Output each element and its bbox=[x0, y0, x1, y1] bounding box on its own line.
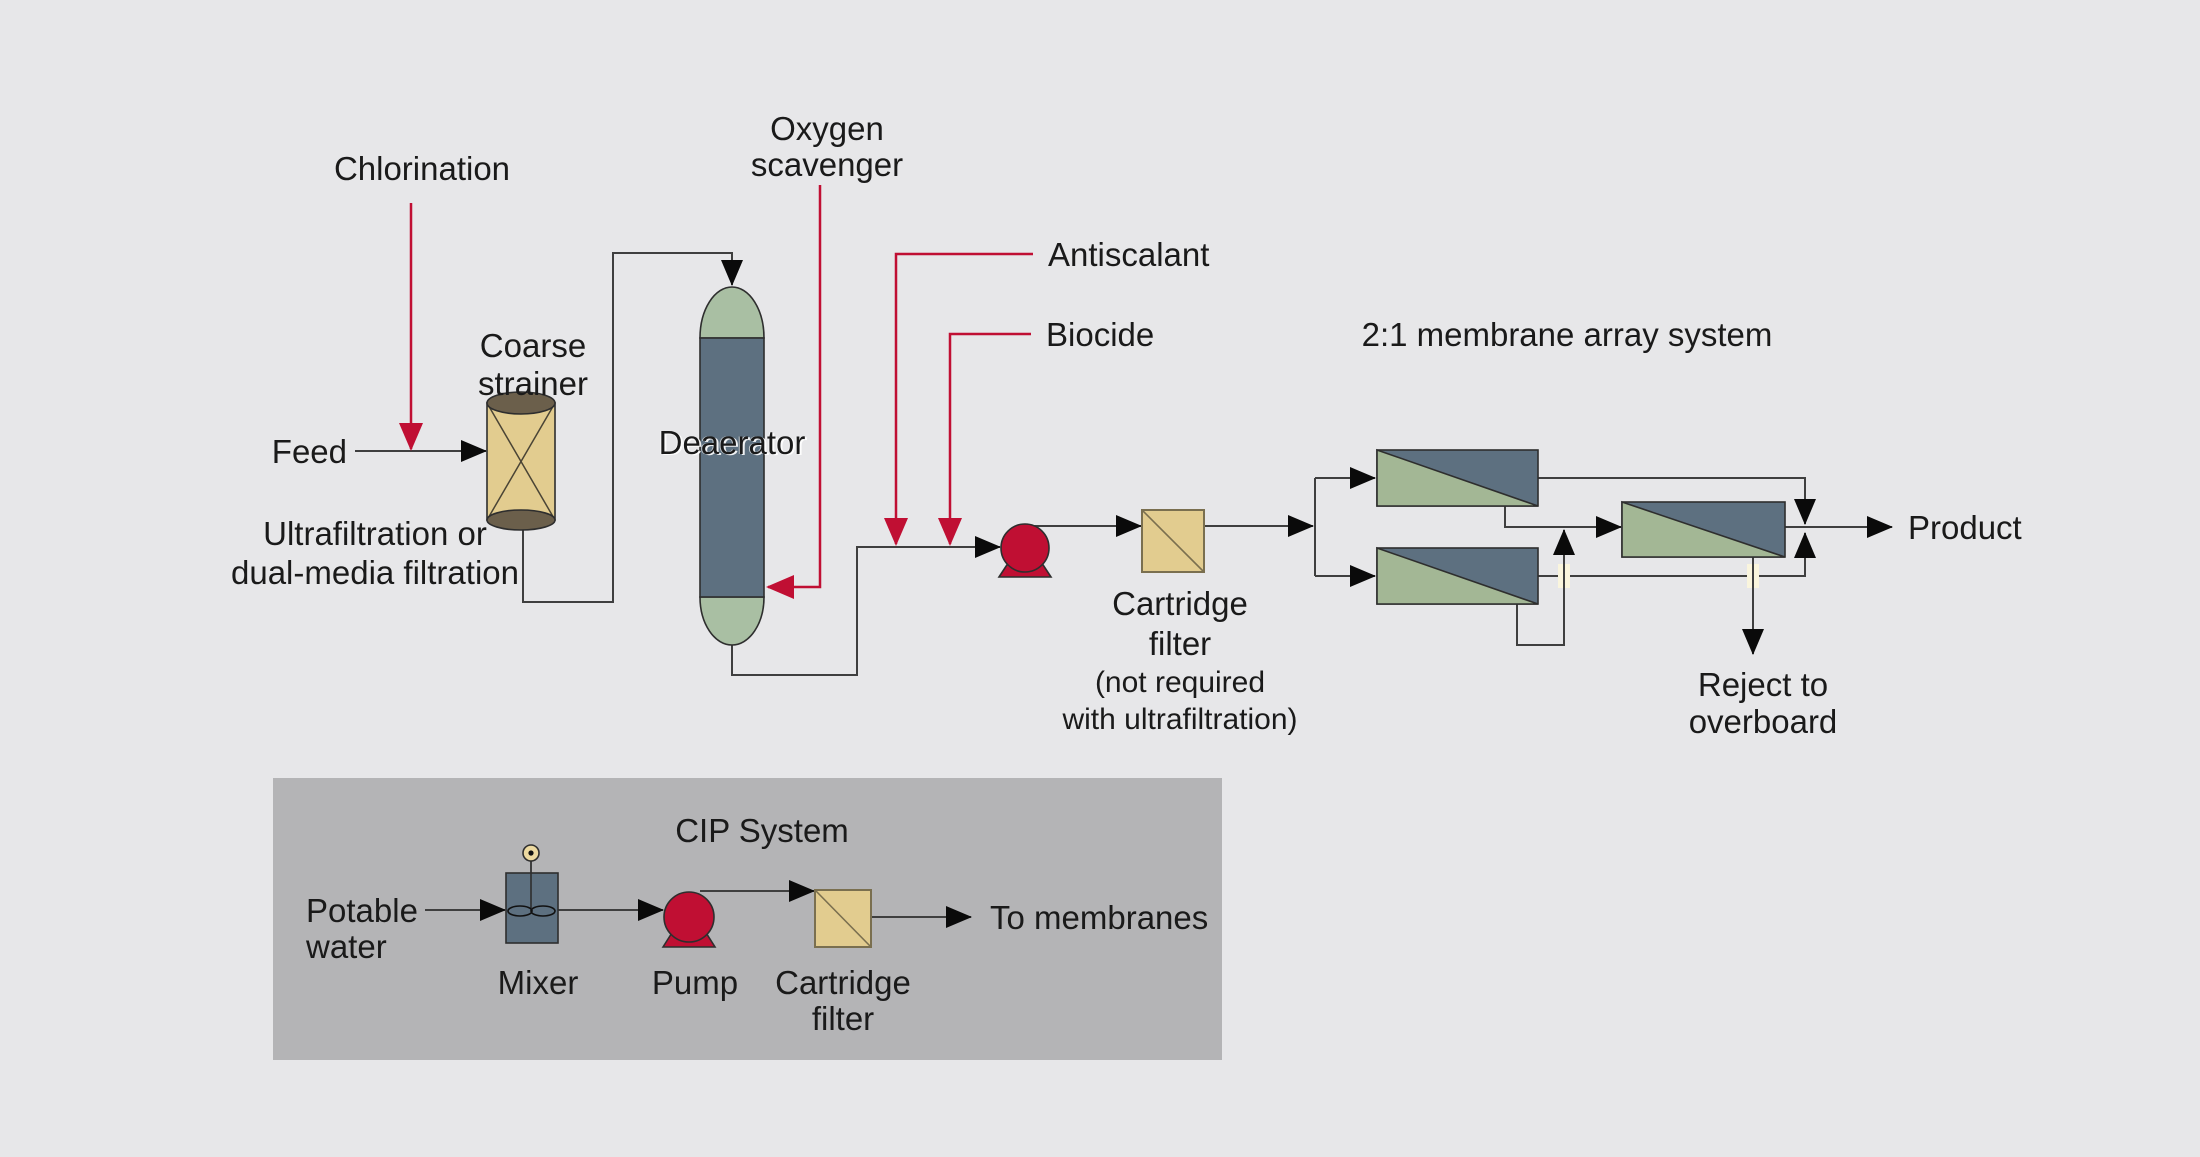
membrane2-permeate-line bbox=[1538, 532, 1816, 577]
cip-cartridge-filter-label-2: filter bbox=[812, 1000, 874, 1037]
cartridge-filter-note-2: with ultrafiltration) bbox=[1061, 703, 1297, 736]
membrane-module-2 bbox=[1376, 546, 1539, 605]
reject-label-2: overboard bbox=[1689, 703, 1838, 740]
potable-water-label-1: Potable bbox=[306, 892, 418, 929]
to-membranes-label: To membranes bbox=[990, 899, 1208, 936]
coarse-strainer-label-1: Coarse bbox=[480, 327, 586, 364]
feed-label: Feed bbox=[272, 433, 347, 470]
strainer-top-cap bbox=[486, 391, 556, 415]
main-filter-diagonal bbox=[1141, 509, 1205, 573]
strainer-x-line-2 bbox=[486, 402, 556, 521]
filtration-note-label-2: dual-media filtration bbox=[231, 554, 519, 591]
membrane3-feed-line bbox=[1504, 506, 1622, 538]
membrane1-element bbox=[1376, 448, 1539, 507]
cip-title: CIP System bbox=[675, 812, 849, 849]
oxygen-scavenger-label-2: scavenger bbox=[751, 146, 903, 183]
chlorination-label: Chlorination bbox=[334, 150, 510, 187]
membrane2-element bbox=[1376, 546, 1539, 605]
membrane-array-title: 2:1 membrane array system bbox=[1362, 316, 1773, 353]
cip-filter-diagonal bbox=[814, 889, 872, 948]
mixer-motor-dot bbox=[528, 850, 534, 856]
cartridge-filter-label-2: filter bbox=[1149, 625, 1211, 662]
antiscalant-label: Antiscalant bbox=[1048, 236, 1209, 273]
deaerator-to-pump-line bbox=[731, 536, 1001, 676]
cip-pump bbox=[661, 891, 717, 948]
cip-cartridge-filter-label-1: Cartridge bbox=[775, 964, 911, 1001]
cip-mixer-label: Mixer bbox=[498, 964, 579, 1001]
membrane3-element bbox=[1621, 500, 1786, 558]
mixer-impeller-right bbox=[530, 905, 556, 917]
cip-pump-label: Pump bbox=[652, 964, 738, 1001]
deaerator-column bbox=[699, 337, 765, 598]
oxygen-scavenger-label-1: Oxygen bbox=[770, 110, 884, 147]
cartridge-filter-label-1: Cartridge bbox=[1112, 585, 1248, 622]
deaerator-label: Deaerator bbox=[659, 424, 806, 461]
potable-water-label-2: water bbox=[305, 928, 387, 965]
reject-label-1: Reject to bbox=[1698, 666, 1828, 703]
membrane2-concentrate-line bbox=[1516, 529, 1575, 646]
strainer-bottom-cap bbox=[486, 509, 556, 531]
deaerator-vessel bbox=[699, 286, 765, 646]
antiscalant-arrow bbox=[884, 252, 1033, 546]
coarse-strainer-vessel bbox=[486, 391, 556, 531]
cip-pump-casing bbox=[663, 891, 715, 943]
deaerator-top-dome bbox=[699, 286, 765, 339]
mixer-impeller-left bbox=[507, 905, 533, 917]
product-label: Product bbox=[1908, 509, 2022, 546]
deaerator-bottom-dome bbox=[699, 596, 765, 646]
biocide-arrow bbox=[938, 332, 1031, 546]
membrane-module-3 bbox=[1621, 500, 1786, 558]
main-cartridge-filter bbox=[1141, 509, 1205, 573]
cip-cartridge-filter bbox=[814, 889, 872, 948]
oxygen-scavenger-arrow bbox=[766, 185, 822, 599]
biocide-label: Biocide bbox=[1046, 316, 1154, 353]
membrane-module-1 bbox=[1376, 448, 1539, 507]
cip-system-box bbox=[273, 778, 1222, 1060]
strainer-to-deaerator-line bbox=[522, 252, 743, 603]
main-pump-casing bbox=[1000, 523, 1050, 573]
membrane1-permeate-line bbox=[1538, 477, 1816, 525]
filtration-note-label-1: Ultrafiltration or bbox=[263, 515, 487, 552]
coarse-strainer-label-2: strainer bbox=[478, 365, 588, 402]
cartridge-filter-note-1: (not required bbox=[1095, 666, 1265, 699]
main-pump bbox=[997, 523, 1053, 578]
cip-mixer bbox=[505, 844, 559, 944]
